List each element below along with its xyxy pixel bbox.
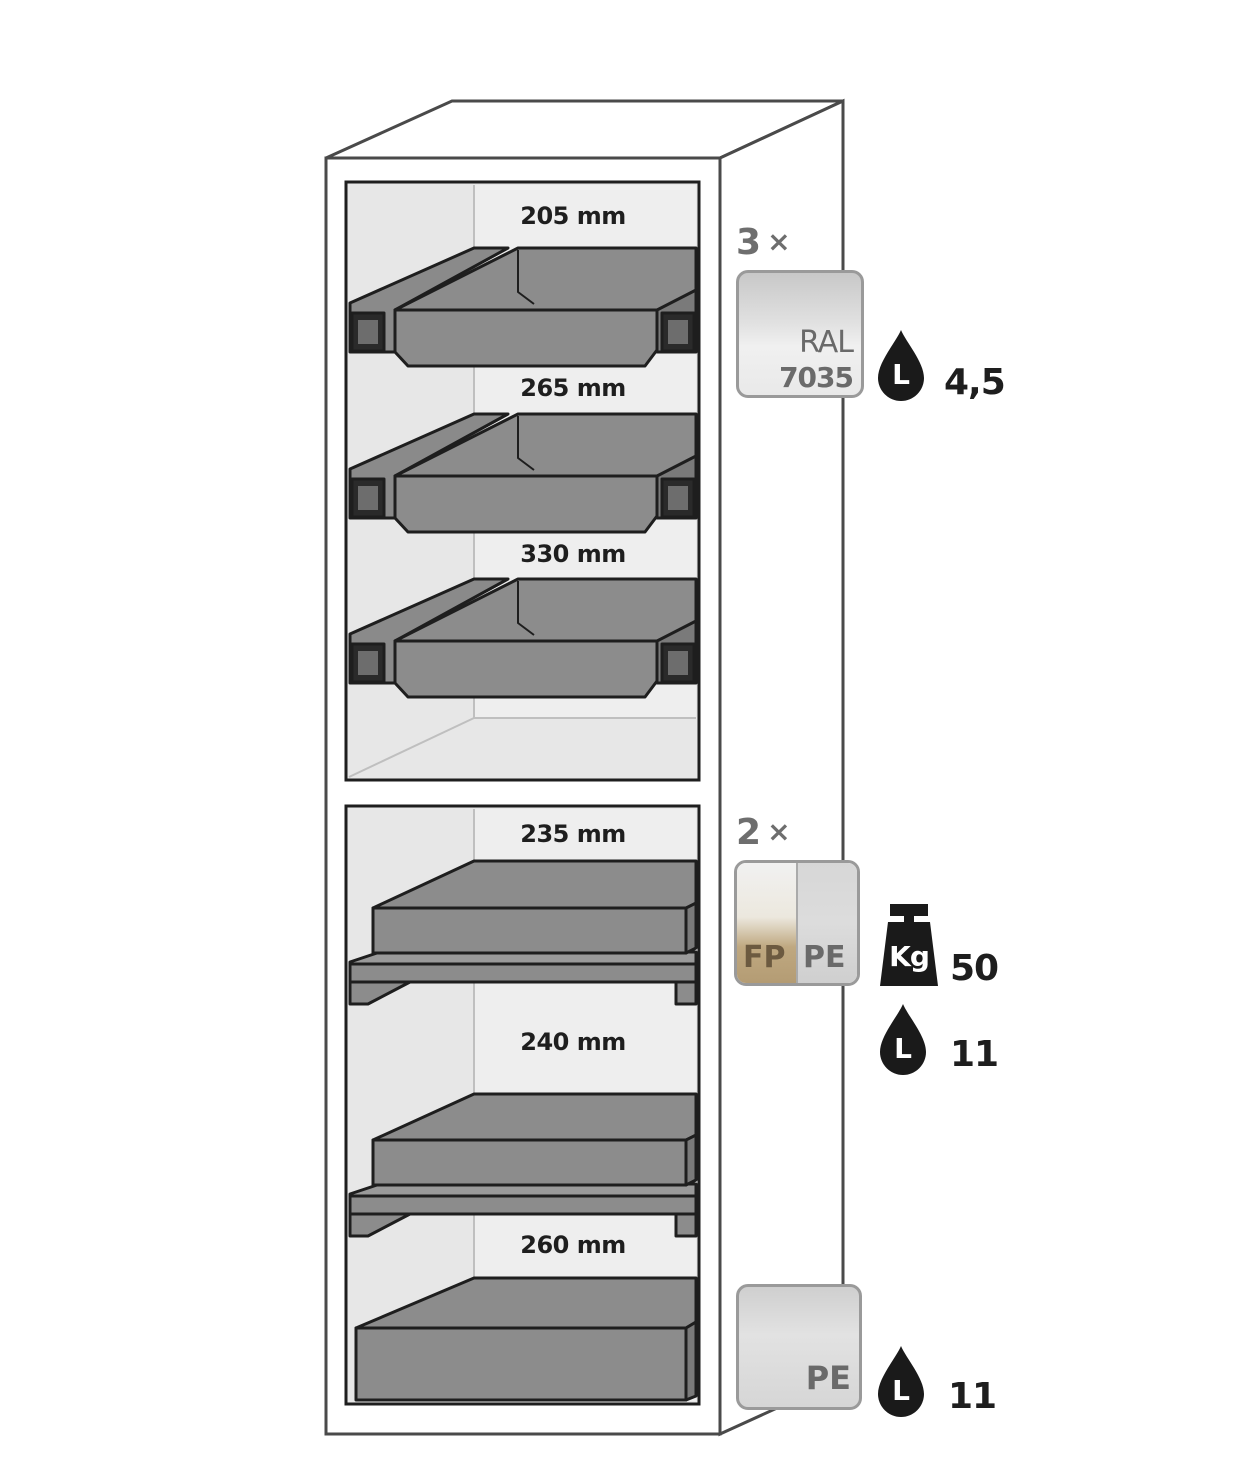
material-tile-pe: PE bbox=[736, 1284, 862, 1410]
ral-code: 7035 bbox=[779, 361, 854, 394]
drop-liter-letter: L bbox=[894, 1032, 912, 1065]
shelf-height-label-1: 205 mm bbox=[520, 202, 626, 230]
tile-divider bbox=[796, 863, 798, 983]
drop-liter-letter: L bbox=[892, 358, 910, 391]
fp-half bbox=[737, 863, 797, 983]
upper-quantity: 3× bbox=[736, 222, 791, 263]
middle-capacity-value: 11 bbox=[950, 1034, 999, 1075]
middle-quantity-value: 2 bbox=[736, 812, 762, 853]
shelf-height-label-5: 240 mm bbox=[520, 1028, 626, 1056]
upper-capacity-value: 4,5 bbox=[944, 362, 1006, 403]
drawer-tray-3 bbox=[348, 577, 698, 699]
drop-liter-icon bbox=[878, 330, 924, 401]
middle-quantity: 2× bbox=[736, 812, 791, 853]
shelf-tray-2 bbox=[348, 1092, 698, 1238]
shelf-height-label-4: 235 mm bbox=[520, 820, 626, 848]
times-icon: × bbox=[767, 815, 791, 848]
times-icon: × bbox=[767, 225, 791, 258]
drawer-tray-1 bbox=[348, 246, 698, 368]
shelf-height-label-6: 260 mm bbox=[520, 1231, 626, 1259]
material-tile-fp-pe: FP PE bbox=[734, 860, 860, 986]
material-tile-ral: RAL 7035 bbox=[736, 270, 864, 398]
middle-weight-value: 50 bbox=[950, 948, 999, 989]
bottom-sump bbox=[354, 1276, 698, 1402]
drop-liter-icon bbox=[880, 1004, 926, 1075]
drawer-tray-2 bbox=[348, 412, 698, 534]
pe-label: PE bbox=[803, 940, 846, 975]
weight-kg-letter: Kg bbox=[889, 940, 930, 973]
shelf-tray-1 bbox=[348, 859, 698, 1006]
drop-liter-icon bbox=[878, 1346, 924, 1417]
shelf-height-label-2: 265 mm bbox=[520, 374, 626, 402]
drop-liter-letter: L bbox=[892, 1374, 910, 1407]
shelf-height-label-3: 330 mm bbox=[520, 540, 626, 568]
ral-label: RAL bbox=[799, 325, 854, 360]
pe-label: PE bbox=[805, 1359, 851, 1397]
upper-quantity-value: 3 bbox=[736, 222, 762, 263]
fp-label: FP bbox=[743, 940, 786, 975]
bottom-capacity-value: 11 bbox=[948, 1376, 997, 1417]
weight-kg-icon bbox=[880, 904, 938, 986]
pe-half bbox=[797, 863, 857, 983]
